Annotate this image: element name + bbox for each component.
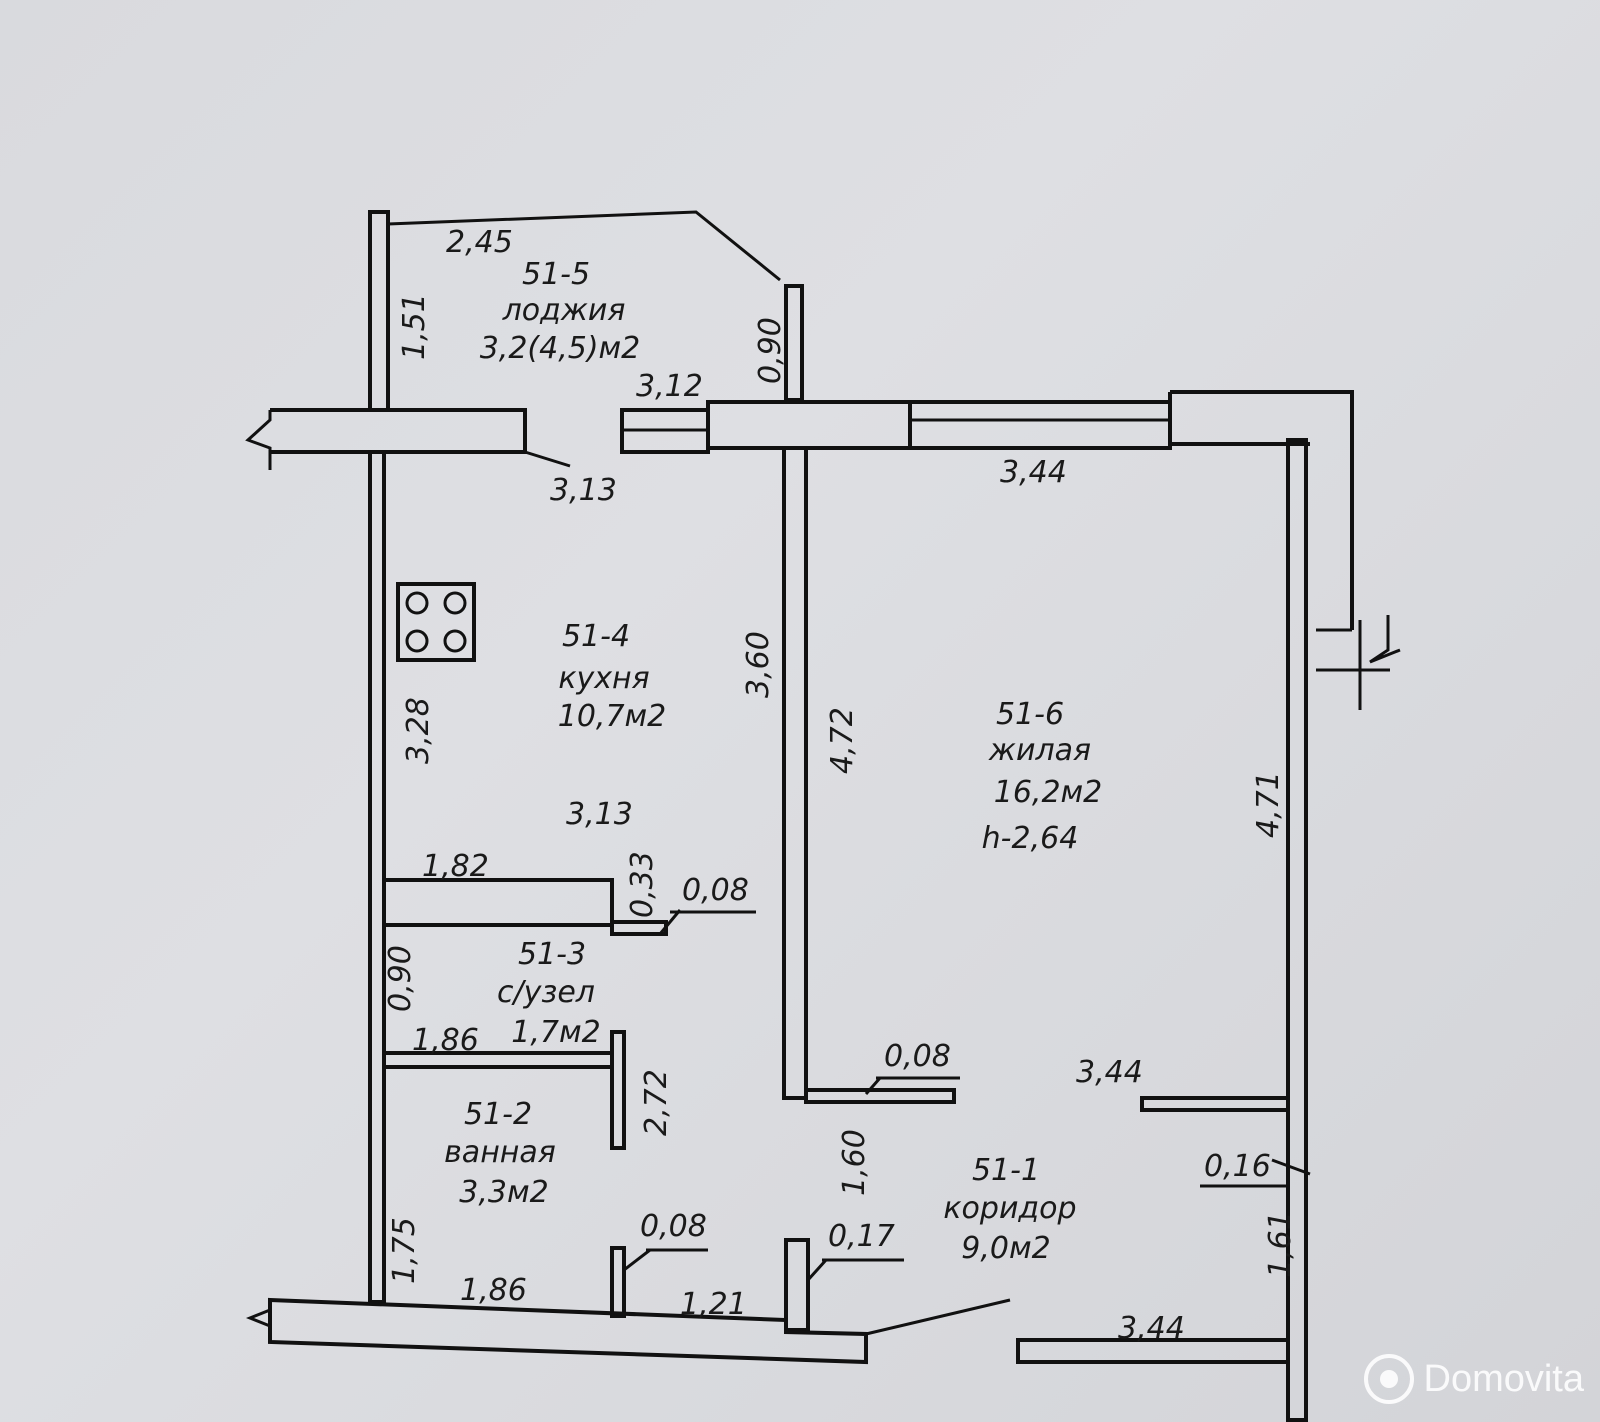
dimension-labels: 2,45 1,51 0,90 3,12 3,13 3,44 3,60 3,28 … — [383, 225, 1298, 1346]
corridor-partition-leader — [1271, 1158, 1311, 1176]
dim-bath-left: 1,75 — [387, 1217, 422, 1284]
kitchen-partition — [610, 920, 668, 936]
dim-living-left: 4,72 — [825, 707, 860, 774]
dim-corridor-bottom: 1,21 — [680, 1287, 747, 1322]
dim-column: 0,17 — [828, 1219, 895, 1254]
dim-loggia-top: 2,45 — [446, 225, 513, 260]
dim-corridor-right: 1,61 — [1263, 1211, 1298, 1278]
wc-id: 51-3 — [518, 937, 586, 972]
break-line-bottom — [245, 1300, 272, 1340]
bathroom-id: 51-2 — [464, 1097, 532, 1132]
break-line-left — [245, 410, 272, 470]
right-wall — [1286, 438, 1308, 1422]
kitchen-partition-leader — [658, 909, 682, 935]
entrance-door-swing — [865, 1298, 1011, 1336]
right-break — [1316, 615, 1401, 710]
dim-bath-bottom: 1,86 — [460, 1273, 527, 1308]
bottom-wall — [268, 1297, 868, 1365]
loggia-name: лоджия — [502, 293, 626, 328]
top-wall-right — [1168, 390, 1354, 630]
bathroom-area: 3,3м2 — [459, 1175, 548, 1210]
dim-loggia-bottom: 3,12 — [636, 369, 703, 404]
dim-living-right: 4,71 — [1251, 771, 1286, 838]
watermark: Domovita — [1363, 1354, 1585, 1404]
dim-corridor-left: 1,60 — [837, 1129, 872, 1196]
living-window — [908, 400, 1172, 450]
kitchen-left-wall — [368, 450, 386, 1304]
dim-wc-bottom: 1,86 — [412, 1023, 479, 1058]
dim-loggia-right: 0,90 — [753, 317, 788, 384]
column-leader — [806, 1258, 828, 1282]
dim-bath-partition: 0,08 — [640, 1209, 707, 1244]
wc-area: 1,7м2 — [511, 1015, 600, 1050]
bath-door-jamb — [610, 1246, 626, 1318]
dim-kitchen-right: 3,60 — [741, 631, 776, 698]
dim-kitchen-step: 1,82 — [422, 849, 489, 884]
bath-door-leader — [623, 1248, 651, 1272]
living-bottom-partition-right — [1140, 1096, 1290, 1112]
loggia-right-wall — [784, 284, 804, 402]
living-height: h-2,64 — [982, 821, 1079, 856]
loggia-outer-wall — [387, 210, 781, 282]
bottom-wall-right — [1016, 1338, 1290, 1364]
corridor-name: коридор — [943, 1191, 1076, 1226]
dim-living-partition: 0,08 — [884, 1039, 951, 1074]
dim-corridor-bottom-right: 3,44 — [1118, 1311, 1185, 1346]
kitchen-window-line — [524, 450, 571, 468]
room-labels: 51-5 лоджия 3,2(4,5)м2 51-4 кухня 10,7м2… — [444, 257, 1102, 1266]
loggia-left-wall — [368, 210, 390, 412]
corridor-area: 9,0м2 — [961, 1231, 1050, 1266]
top-wall-mid — [706, 400, 912, 450]
loggia-area: 3,2(4,5)м2 — [480, 331, 641, 366]
dim-living-top: 3,44 — [1000, 455, 1067, 490]
corridor-id: 51-1 — [972, 1153, 1040, 1188]
domovita-logo-icon — [1363, 1354, 1414, 1404]
watermark-text: Domovita — [1423, 1357, 1585, 1400]
dim-kitchen-left: 3,28 — [401, 697, 436, 764]
loggia-id: 51-5 — [522, 257, 590, 292]
kitchen-living-wall — [782, 446, 808, 1100]
dim-loggia-left: 1,51 — [397, 293, 432, 360]
kitchen-bottom-wall — [384, 878, 614, 927]
dim-kitchen-partition: 0,08 — [682, 873, 749, 908]
living-area: 16,2м2 — [994, 775, 1103, 810]
dim-living-bottom: 3,44 — [1076, 1055, 1143, 1090]
dim-kitchen-top: 3,13 — [550, 473, 617, 508]
column — [784, 1238, 810, 1332]
wc-name: с/узел — [497, 975, 595, 1010]
dim-wc-left: 0,90 — [383, 945, 418, 1012]
top-wall-left — [270, 408, 527, 454]
kitchen-area: 10,7м2 — [558, 699, 667, 734]
kitchen-id: 51-4 — [562, 619, 630, 654]
stove-icon — [396, 582, 476, 662]
walls — [245, 210, 1401, 1422]
living-bottom-partition-left — [804, 1088, 956, 1104]
kitchen-name: кухня — [558, 661, 649, 696]
dim-kitchen-bottom: 3,13 — [566, 797, 633, 832]
bathroom-name: ванная — [444, 1135, 556, 1170]
living-name: жилая — [988, 733, 1091, 768]
living-partition-leader — [864, 1077, 882, 1095]
dim-kitchen-step-h: 0,33 — [625, 851, 660, 918]
bath-partition — [610, 1030, 626, 1150]
living-id: 51-6 — [996, 697, 1064, 732]
dim-corridor-partition: 0,16 — [1204, 1149, 1271, 1184]
dim-bath-partition-h: 2,72 — [639, 1069, 674, 1136]
